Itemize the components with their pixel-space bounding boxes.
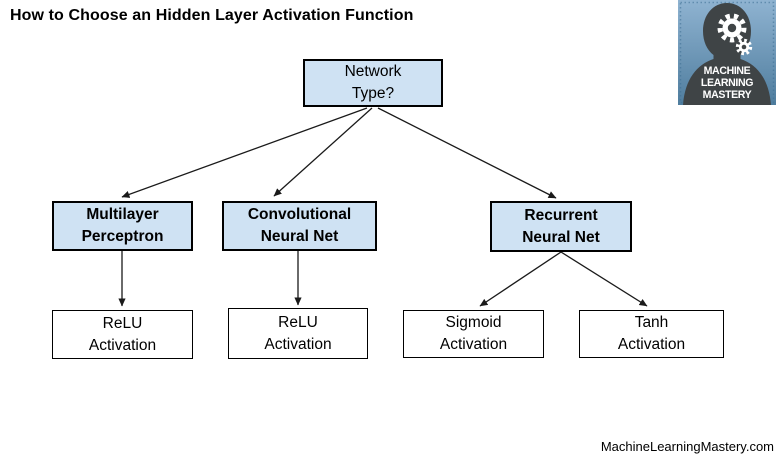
edge-network-cnn: [273, 107, 373, 197]
node-tanh-activation: Tanh Activation: [579, 310, 724, 358]
node-label: Multilayer: [86, 206, 159, 224]
node-label: Sigmoid: [445, 314, 502, 332]
node-convolutional-neural-net: Convolutional Neural Net: [222, 201, 377, 251]
logo-word-machine: MACHINE: [704, 65, 751, 77]
edge-network-mlp: [121, 107, 368, 198]
node-multilayer-perceptron: Multilayer Perceptron: [52, 201, 193, 251]
logo-graphic: MACHINE LEARNING MASTERY: [678, 0, 776, 105]
node-label: Activation: [88, 336, 157, 354]
node-label: Tanh: [634, 314, 669, 332]
node-label: Activation: [617, 336, 686, 353]
logo-word-learning: LEARNING: [701, 77, 753, 89]
node-relu-activation-mlp: ReLU Activation: [52, 310, 193, 359]
node-label: ReLU: [102, 314, 143, 332]
edge-network-rnn: [377, 107, 557, 199]
gear-small-icon: [735, 38, 753, 56]
node-sigmoid-activation: Sigmoid Activation: [403, 310, 544, 358]
node-label: ReLU: [278, 313, 318, 331]
logo-word-mastery: MASTERY: [703, 89, 753, 101]
node-label: Activation: [264, 335, 332, 353]
footer-site-url: MachineLearningMastery.com: [600, 439, 774, 454]
node-label: Recurrent: [524, 206, 598, 224]
logo-dotted-border: [679, 1, 775, 104]
node-relu-activation-cnn: ReLU Activation: [228, 308, 368, 359]
node-label: Neural Net: [522, 228, 600, 246]
node-network-type: Network Type?: [303, 59, 443, 107]
edge-rnn-sigmoid: [479, 251, 562, 307]
node-label: Type?: [351, 85, 395, 102]
head-silhouette: [683, 3, 771, 105]
edge-rnn-tanh: [560, 251, 648, 307]
node-label: Activation: [439, 336, 508, 353]
node-label: Neural Net: [260, 228, 339, 245]
node-label: Perceptron: [81, 228, 164, 245]
node-recurrent-neural-net: Recurrent Neural Net: [490, 201, 632, 252]
page-title: How to Choose an Hidden Layer Activation…: [10, 7, 414, 24]
node-label: Network: [344, 63, 402, 81]
machine-learning-mastery-logo: MACHINE LEARNING MASTERY: [678, 0, 776, 105]
gear-icon: [717, 13, 747, 43]
node-label: Convolutional: [247, 206, 352, 224]
